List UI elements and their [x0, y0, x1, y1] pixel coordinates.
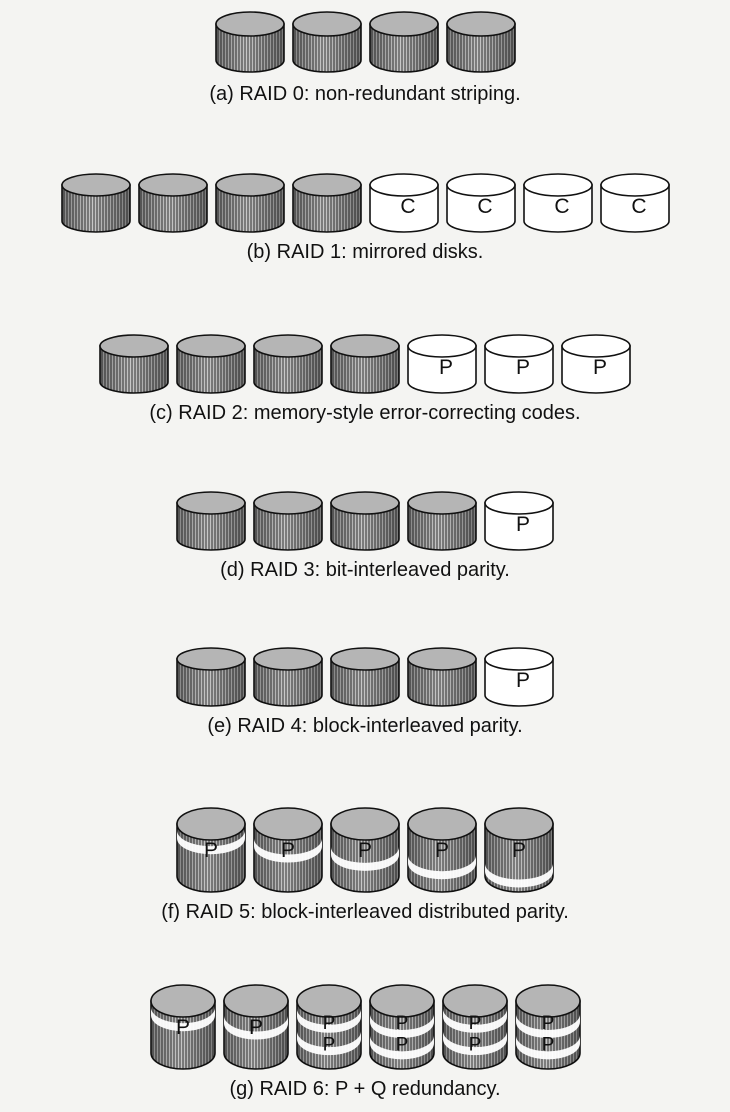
data-disk-icon — [291, 173, 362, 233]
data-disk-icon: P — [484, 807, 554, 893]
disk-label: P — [541, 1013, 554, 1034]
data-disk-icon — [214, 173, 285, 233]
raid-0-level: (a) RAID 0: non-redundant striping. — [0, 10, 730, 106]
data-disk-icon — [253, 334, 323, 394]
disk-label: P — [516, 356, 530, 379]
disk-label: P — [322, 1013, 335, 1034]
disk-label: P — [512, 839, 526, 862]
check-disk-icon: C — [368, 173, 439, 233]
data-disk-icon: P — [222, 984, 289, 1070]
check-disk-icon: P — [561, 334, 631, 394]
data-disk-icon: PP — [295, 984, 362, 1070]
disk-label: P — [468, 1035, 481, 1056]
data-disk-icon — [407, 647, 477, 707]
disk-label: P — [439, 356, 453, 379]
disk-label: P — [541, 1035, 554, 1056]
disk-label: P — [281, 839, 295, 862]
check-disk-icon: C — [599, 173, 670, 233]
raid-0-caption: (a) RAID 0: non-redundant striping. — [209, 83, 521, 105]
data-disk-icon — [176, 334, 246, 394]
data-disk-icon — [176, 491, 246, 551]
data-disk-icon — [407, 491, 477, 551]
check-disk-icon: C — [522, 173, 593, 233]
disk-label: C — [400, 195, 415, 218]
disk-label: P — [468, 1013, 481, 1034]
check-disk-icon: P — [484, 491, 554, 551]
disk-row: P — [0, 490, 730, 552]
data-disk-icon — [253, 647, 323, 707]
data-disk-icon: PP — [514, 984, 581, 1070]
disk-label: P — [204, 839, 218, 862]
check-disk-icon: P — [484, 647, 554, 707]
disk-label: P — [516, 513, 530, 536]
check-disk-icon: P — [484, 334, 554, 394]
data-disk-icon: P — [407, 807, 477, 893]
data-disk-icon — [60, 173, 131, 233]
raid-2-level: P P P (c) RAID 2: memory-style error-corre… — [0, 333, 730, 425]
disk-label: P — [358, 839, 372, 862]
data-disk-icon: PP — [368, 984, 435, 1070]
data-disk-icon — [176, 647, 246, 707]
raid-4-caption: (e) RAID 4: block-interleaved parity. — [207, 715, 523, 737]
data-disk-icon: P — [149, 984, 216, 1070]
disk-label: P — [175, 1016, 189, 1039]
raid-1-caption: (b) RAID 1: mirrored disks. — [246, 241, 484, 263]
data-disk-icon — [291, 11, 362, 73]
data-disk-icon — [253, 491, 323, 551]
data-disk-icon: P — [176, 807, 246, 893]
data-disk-icon: PP — [441, 984, 508, 1070]
data-disk-icon — [214, 11, 285, 73]
disk-label: C — [554, 195, 569, 218]
disk-label: C — [631, 195, 646, 218]
disk-label: P — [322, 1035, 335, 1056]
raid-5-level: P P P P P (f) RAID 5: block-interleaved dist… — [0, 806, 730, 924]
disk-label: P — [516, 669, 530, 692]
disk-label: P — [395, 1035, 408, 1056]
check-disk-icon: P — [407, 334, 477, 394]
raid-6-caption: (g) RAID 6: P + Q redundancy. — [229, 1078, 501, 1100]
data-disk-icon — [330, 334, 400, 394]
check-disk-icon: C — [445, 173, 516, 233]
raid-3-caption: (d) RAID 3: bit-interleaved parity. — [220, 559, 510, 581]
raid-2-caption: (c) RAID 2: memory-style error-correctin… — [149, 402, 581, 424]
disk-row — [0, 10, 730, 74]
disk-label: P — [248, 1016, 262, 1039]
data-disk-icon: P — [330, 807, 400, 893]
raid-5-caption: (f) RAID 5: block-interleaved distribute… — [161, 901, 569, 923]
disk-label: P — [435, 839, 449, 862]
disk-label: P — [395, 1013, 408, 1034]
disk-label: P — [593, 356, 607, 379]
data-disk-icon — [445, 11, 516, 73]
disk-label: C — [477, 195, 492, 218]
raid-3-level: P (d) RAID 3: bit-interleaved parity. — [0, 490, 730, 582]
data-disk-icon — [368, 11, 439, 73]
data-disk-icon — [330, 491, 400, 551]
data-disk-icon — [99, 334, 169, 394]
data-disk-icon: P — [253, 807, 323, 893]
raid-1-level: C C C C (b) RAID 1: mirrored disks. — [0, 172, 730, 264]
data-disk-icon — [137, 173, 208, 233]
disk-row: P — [0, 646, 730, 708]
data-disk-icon — [330, 647, 400, 707]
raid-4-level: P (e) RAID 4: block-interleaved parity. — [0, 646, 730, 738]
